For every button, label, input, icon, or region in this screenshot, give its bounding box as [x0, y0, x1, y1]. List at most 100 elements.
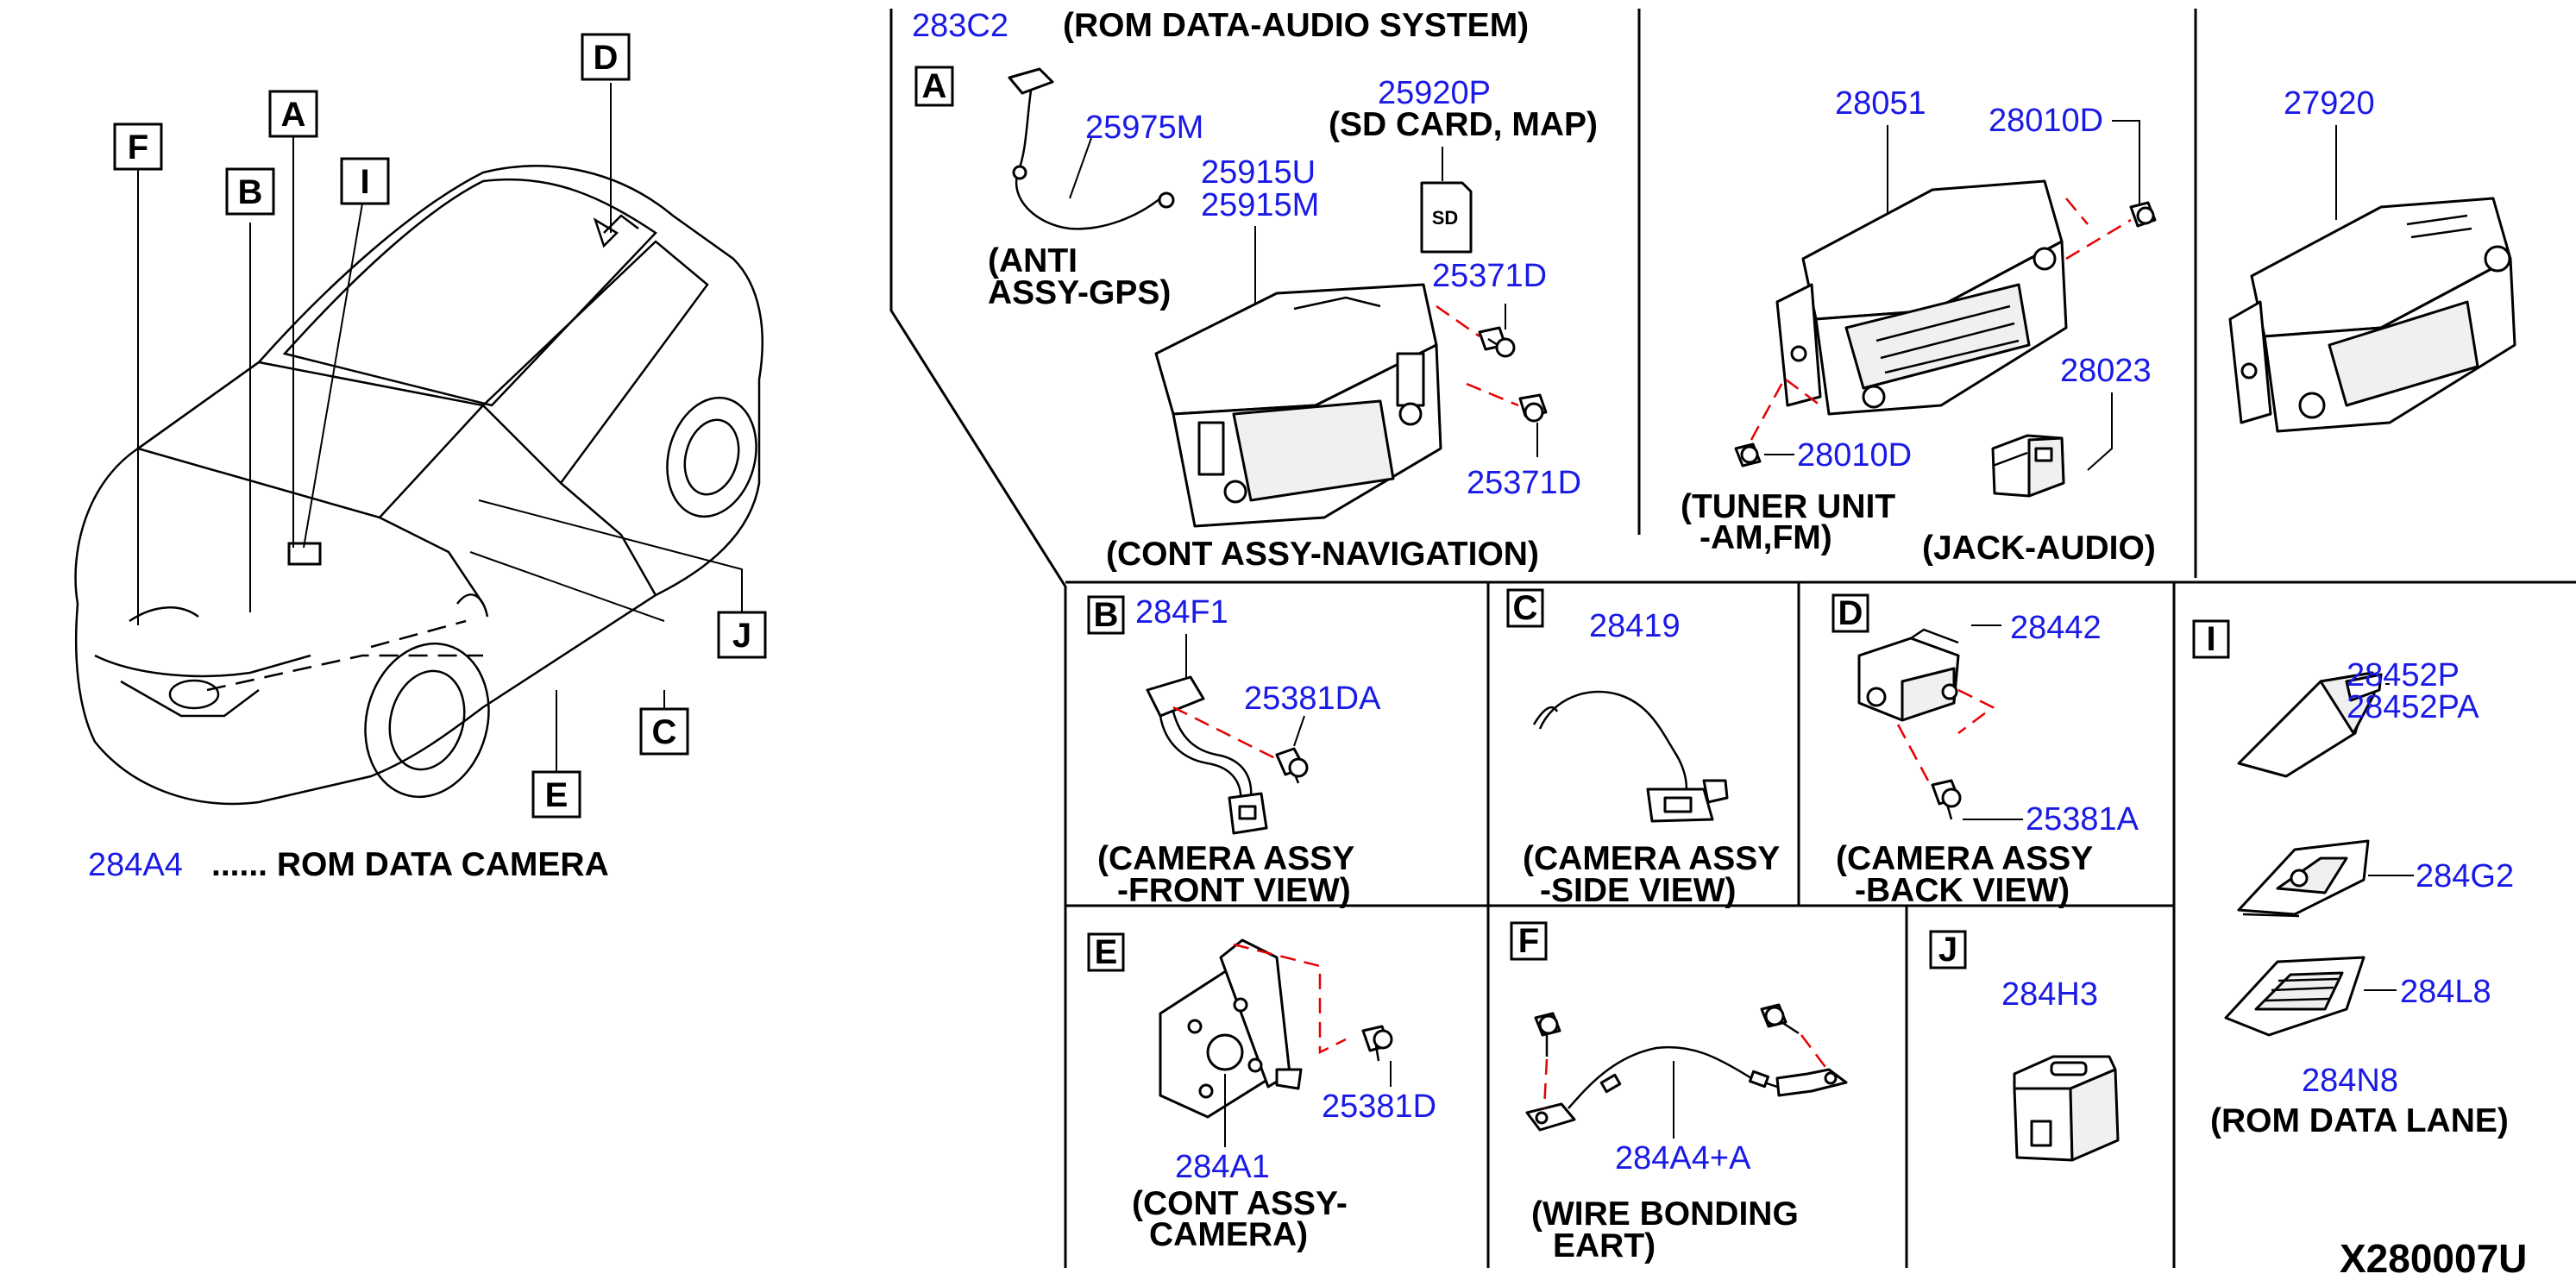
part-number-28442[interactable]: 28442	[2010, 610, 2102, 646]
section-i-rom-data-lane: I 28452P 28452PA 284G2 284L8 284N8 (ROM …	[2192, 619, 2514, 1139]
diagram-code: X280007U	[2340, 1236, 2527, 1280]
caption-rom-data-lane: (ROM DATA LANE)	[2210, 1102, 2509, 1139]
caption-gps-line2: ASSY-GPS)	[988, 274, 1171, 311]
dashed-leader-screw-1	[1436, 304, 1480, 338]
section-tuner-jack: 28051 28010D 28010D (TUNER UNIT -AM	[1681, 85, 2157, 567]
caption-cont-assy-camera-line2: CAMERA)	[1149, 1216, 1308, 1253]
caption-side-camera-line2: -SIDE VIEW)	[1540, 872, 1737, 909]
clip-28010d-bottom	[1734, 442, 1762, 467]
box-letter-a: A	[914, 66, 954, 107]
part-number-284l8[interactable]: 284L8	[2400, 974, 2491, 1010]
part-number-284f1[interactable]: 284F1	[1135, 594, 1228, 631]
svg-text:I: I	[360, 163, 369, 201]
part-number-25975m[interactable]: 25975M	[1085, 110, 1203, 146]
svg-text:B: B	[238, 173, 263, 211]
part-number-283c2[interactable]: 283C2	[912, 8, 1008, 44]
part-number-28010d-bottom[interactable]: 28010D	[1797, 437, 1912, 474]
camera-bracket-drawing	[2237, 839, 2370, 918]
caption-back-camera-line2: -BACK VIEW)	[1855, 872, 2070, 909]
switch-drawing	[2013, 1055, 2120, 1162]
section-j-switch: J 284H3	[1929, 930, 2120, 1162]
clip-28010d-top	[2129, 201, 2157, 228]
box-letter-i: I	[2192, 619, 2230, 659]
part-number-284h3[interactable]: 284H3	[2001, 976, 2098, 1013]
part-number-25381da[interactable]: 25381DA	[1244, 681, 1381, 717]
svg-text:C: C	[1513, 589, 1538, 627]
svg-text:D: D	[1838, 594, 1863, 632]
part-number-25381a[interactable]: 25381A	[2026, 801, 2139, 838]
caption-gps-line1: (ANTI	[988, 242, 1078, 279]
part-number-25371d-bottom[interactable]: 25371D	[1467, 465, 1581, 501]
camera-base-drawing	[2224, 956, 2366, 1037]
screw-25381d	[1361, 1025, 1393, 1062]
dashed-leader-bolt-right	[1800, 1034, 1831, 1075]
part-number-284g2[interactable]: 284G2	[2416, 858, 2514, 894]
svg-text:F: F	[1518, 922, 1539, 960]
caption-front-camera-line2: -FRONT VIEW)	[1117, 872, 1351, 909]
part-number-28010d-top[interactable]: 28010D	[1989, 103, 2103, 139]
callout-box-b[interactable]: B	[225, 167, 275, 216]
leader-28023	[2087, 392, 2113, 471]
dashed-bracket-d	[1957, 688, 1995, 734]
part-number-28419[interactable]: 28419	[1589, 608, 1681, 644]
svg-text:F: F	[128, 129, 148, 166]
caption-sd-card: (SD CARD, MAP)	[1329, 106, 1598, 143]
caption-wire-bonding-line2: EART)	[1553, 1227, 1656, 1264]
callout-box-d[interactable]: D	[581, 33, 631, 81]
vehicle-overview: F A B I D J C E 284A4 ...	[74, 33, 767, 883]
panel-frame	[889, 9, 2576, 1268]
header-rom-data-audio: (ROM DATA-AUDIO SYSTEM)	[1063, 7, 1529, 44]
caption-wire-bonding-line1: (WIRE BONDING	[1531, 1195, 1799, 1233]
svg-text:E: E	[545, 776, 569, 814]
part-number-284n8[interactable]: 284N8	[2302, 1063, 2398, 1099]
leader-28010d-top	[2112, 120, 2140, 207]
part-number-25381d[interactable]: 25381D	[1322, 1089, 1436, 1125]
tuner-unit-drawing	[1775, 179, 2068, 416]
callout-lines	[137, 83, 743, 772]
part-number-25371d-top[interactable]: 25371D	[1432, 258, 1547, 294]
part-number-27920[interactable]: 27920	[2284, 85, 2375, 122]
part-number-284a4a[interactable]: 284A4+A	[1615, 1140, 1751, 1176]
part-number-28023[interactable]: 28023	[2060, 353, 2152, 389]
screw-25381a	[1931, 779, 1962, 820]
svg-text:B: B	[1094, 596, 1119, 634]
box-letter-e: E	[1087, 932, 1125, 972]
callout-box-e[interactable]: E	[531, 770, 581, 819]
part-number-25915u[interactable]: 25915U	[1201, 154, 1316, 191]
callout-box-j[interactable]: J	[717, 611, 767, 659]
section-f-wire-bonding: F 284A4+A (WIRE BONDING EART)	[1510, 921, 1848, 1264]
part-number-28452p[interactable]: 28452P	[2347, 657, 2460, 693]
svg-text:SD: SD	[1432, 207, 1459, 229]
svg-text:I: I	[2206, 620, 2215, 658]
part-number-25920p[interactable]: 25920P	[1378, 75, 1491, 111]
section-b-front-camera: B 284F1 25381DA (CAMERA ASSY -FRONT VIEW…	[1087, 594, 1381, 909]
back-camera-drawing	[1857, 628, 1960, 722]
callout-box-a[interactable]: A	[268, 90, 318, 138]
sd-card-icon: SD	[1420, 181, 1473, 254]
gps-antenna-drawing	[1008, 67, 1175, 230]
display-unit-drawing	[2228, 197, 2516, 433]
part-number-284a4[interactable]: 284A4	[88, 847, 183, 883]
leader-25381da	[1293, 715, 1305, 747]
dashed-leader-clip-top-b	[2065, 198, 2089, 225]
box-letter-c: C	[1506, 588, 1544, 628]
callout-box-i[interactable]: I	[340, 157, 390, 205]
callout-box-f[interactable]: F	[113, 122, 163, 171]
screw-25371d-bottom	[1518, 393, 1548, 423]
callout-box-c[interactable]: C	[639, 707, 689, 756]
svg-text:A: A	[922, 67, 947, 105]
front-camera-drawing	[1146, 675, 1268, 835]
camera-cover-drawing	[2237, 671, 2383, 778]
part-number-25915m[interactable]: 25915M	[1201, 187, 1319, 223]
dashed-leader-clip-bottom-b	[1750, 379, 1786, 441]
caption-back-camera-line1: (CAMERA ASSY	[1836, 840, 2093, 877]
box-letter-d: D	[1831, 593, 1869, 633]
part-number-28452pa[interactable]: 28452PA	[2347, 689, 2479, 725]
caption-front-camera-line1: (CAMERA ASSY	[1097, 840, 1354, 877]
part-number-28051[interactable]: 28051	[1835, 85, 1926, 122]
section-display: 27920	[2228, 85, 2516, 433]
part-number-284a1[interactable]: 284A1	[1175, 1149, 1270, 1185]
box-letter-b: B	[1087, 595, 1125, 635]
svg-text:J: J	[732, 617, 751, 655]
